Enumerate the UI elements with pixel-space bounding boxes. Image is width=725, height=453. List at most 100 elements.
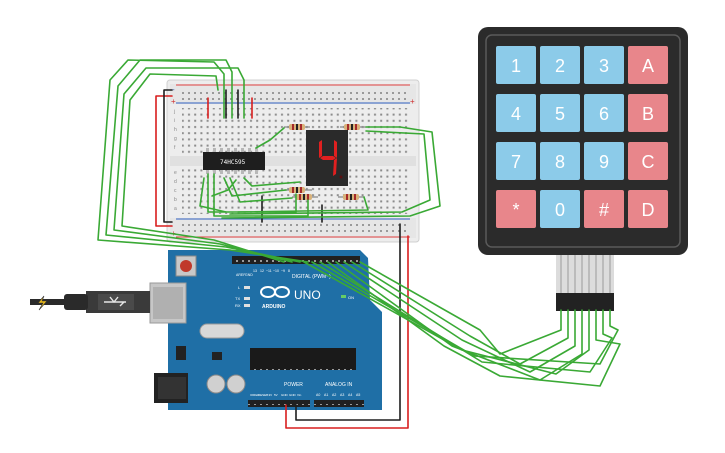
keypad-key-label: A (642, 56, 654, 76)
keypad-key-0[interactable] (540, 190, 580, 228)
rail-plus-label-right: + (410, 97, 415, 106)
wire-green-ic-8[interactable] (211, 179, 237, 197)
on-led (341, 295, 346, 298)
wire-black-gnd[interactable] (295, 223, 401, 421)
row-letter-g: g (174, 136, 177, 142)
keypad-key-d[interactable] (628, 190, 668, 228)
keypad-key-label: * (512, 200, 519, 220)
keypad-key-a[interactable] (628, 46, 668, 84)
keypad-key-2[interactable] (540, 46, 580, 84)
digital-pin-labels: 13 12 ~11 ~10 ~9 8 (253, 269, 290, 273)
keypad-ribbon (556, 255, 614, 311)
wire-black-top-left[interactable] (163, 89, 173, 223)
ic-pins (206, 148, 258, 174)
aref-pin-label: AREF (236, 273, 245, 277)
pin-label-10: ~10 (273, 269, 279, 273)
pin-label-9: ~9 (281, 269, 285, 273)
analog-header (314, 400, 364, 407)
small-chip (212, 352, 222, 360)
keypad-key-label: 6 (599, 104, 609, 124)
keypad-key-6[interactable] (584, 94, 624, 132)
resistor-2[interactable] (340, 124, 366, 130)
power-pin-gnd2: GND (289, 393, 297, 397)
wire-green-ic-3[interactable] (223, 177, 287, 197)
wire-green-keypad-7[interactable] (311, 261, 619, 365)
keypad-key-9[interactable] (584, 142, 624, 180)
led-label-l: L (238, 285, 241, 290)
resistor-1[interactable] (284, 124, 310, 130)
center-channel (170, 156, 416, 166)
keypad-key-label: C (642, 152, 655, 172)
power-pin-3v3: 3.3V (266, 393, 272, 397)
wire-green-keypad-8[interactable] (303, 261, 590, 375)
wire-green-loop-3[interactable] (113, 67, 293, 263)
wire-green-right-2[interactable] (229, 130, 431, 215)
keypad-key-label: D (642, 200, 655, 220)
row-letter-e: e (174, 170, 177, 176)
keypad-key-label: 9 (599, 152, 609, 172)
keypad-key-4[interactable] (496, 94, 536, 132)
keypad-key-b[interactable] (628, 94, 668, 132)
display-segments (319, 140, 337, 176)
resistor-5[interactable] (338, 194, 364, 200)
resistor-3[interactable] (284, 187, 312, 193)
analog-pin-a1: A1 (324, 393, 328, 397)
row-letter-h: h (174, 127, 177, 133)
power-pin-gnd1: GND (281, 393, 289, 397)
row-letter-f: f (174, 145, 176, 151)
gnd-pin-label: GND (245, 273, 253, 277)
wire-red-5v[interactable] (285, 235, 409, 429)
keypad-key-c[interactable] (628, 142, 668, 180)
segment-b (334, 140, 337, 158)
status-leds: L TX RX (235, 285, 250, 308)
keypad-key-label: B (642, 104, 654, 124)
arduino-uno-board[interactable]: DIGITAL (PWM~) AREF GND 13 12 ~11 ~10 ~9… (30, 250, 382, 410)
keypad-key-hash[interactable] (584, 190, 624, 228)
keypad-key-label: 8 (555, 152, 565, 172)
resistors (284, 124, 366, 200)
keypad-key-label: 1 (511, 56, 521, 76)
wire-green-keypad-3[interactable] (343, 261, 576, 373)
wire-green-right-3[interactable] (237, 196, 369, 213)
usb-cable[interactable] (30, 291, 150, 313)
wire-green-loop-1[interactable] (105, 59, 301, 263)
segment-g (320, 156, 336, 160)
breadboard[interactable]: + + - + j i h g f e d c b a (166, 79, 420, 243)
wire-green-keypad-1[interactable] (359, 261, 562, 355)
ic-label: 74HC595 (220, 159, 246, 166)
keypad-key-label: 5 (555, 104, 565, 124)
wire-green-ic-4[interactable] (229, 177, 293, 203)
wire-green-ic-5[interactable] (243, 177, 301, 187)
top-rail-holes (180, 88, 408, 100)
arduino-logo: ARDUINO (260, 286, 290, 310)
keypad-key-5[interactable] (540, 94, 580, 132)
wire-green-loop-2[interactable] (97, 59, 309, 263)
row-letter-j: j (173, 109, 175, 115)
seven-segment-display[interactable]: 4 (0, 0, 348, 186)
reset-button[interactable] (175, 255, 197, 277)
keypad-key-8[interactable] (540, 142, 580, 180)
keypad-key-label: 7 (511, 152, 521, 172)
wire-green-ic-6[interactable] (199, 177, 227, 213)
wire-green-right-1[interactable] (221, 126, 441, 219)
shift-register-ic[interactable]: 74HC595 (203, 148, 265, 174)
keypad-key-7[interactable] (496, 142, 536, 180)
wire-green-loop-4[interactable] (121, 73, 285, 263)
wire-green-ic-7[interactable] (255, 127, 285, 149)
wire-green-keypad-5[interactable] (327, 261, 621, 387)
analog-pin-a0: A0 (316, 393, 320, 397)
power-jack[interactable] (154, 373, 188, 403)
analog-pin-labels: A0 A1 A2 A3 A4 A5 (316, 393, 360, 397)
pin-label-13: 13 (253, 269, 257, 273)
keypad-key-3[interactable] (584, 46, 624, 84)
on-label: ON (348, 295, 354, 300)
row-letter-a: a (174, 206, 177, 212)
analog-pin-a5: A5 (356, 393, 360, 397)
keypad-key-star[interactable] (496, 190, 536, 228)
keypad-key-1[interactable] (496, 46, 536, 84)
power-pin-labels: IOREF RESET 3.3V 5V GND GND Vin (250, 393, 302, 397)
usb-connector[interactable] (149, 282, 187, 324)
